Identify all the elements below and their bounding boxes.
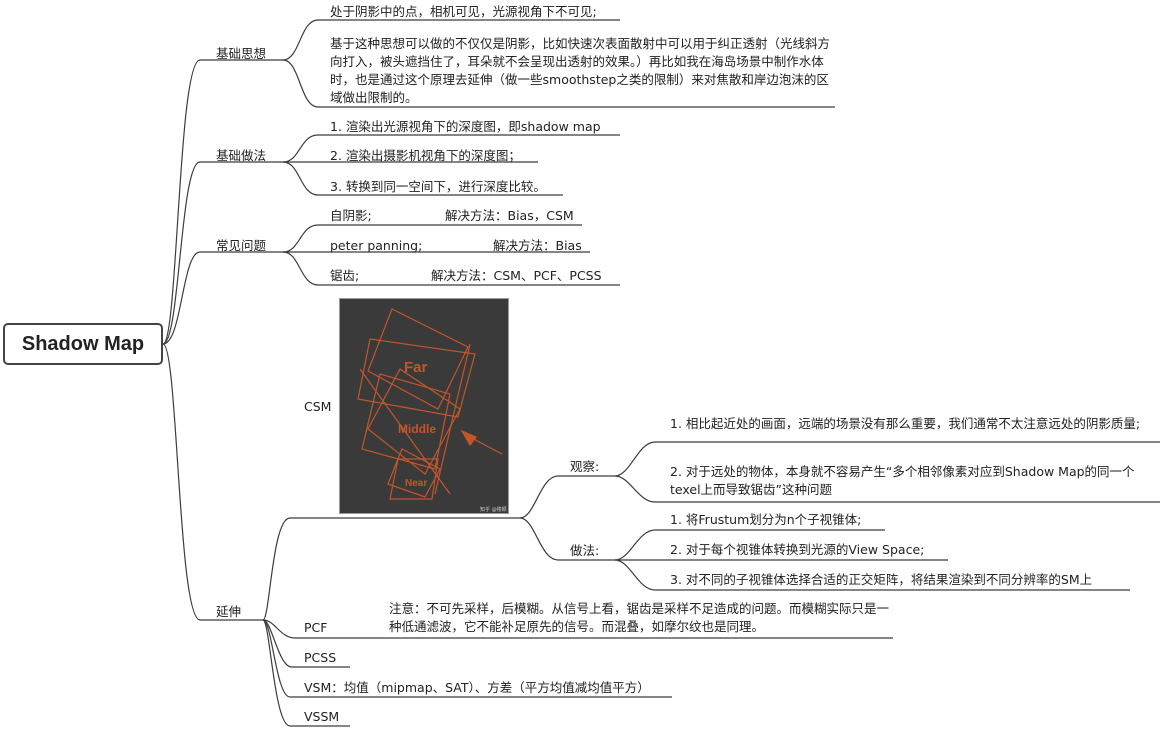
- vsm-label[interactable]: VSM：均值（mipmap、SAT）、方差（平方均值减均值平方）: [304, 680, 650, 695]
- basic-idea-item-2[interactable]: 基于这种思想可以做的不仅仅是阴影，比如快速次表面散射中可以用于纠正透射（光线斜方…: [330, 36, 831, 105]
- csm-image-watermark: 知乎 @楼颖: [480, 506, 507, 513]
- csm-method-item-1[interactable]: 1. 将Frustum划分为n个子视锥体;: [670, 512, 862, 527]
- issue-problem-2[interactable]: peter panning;: [330, 238, 423, 253]
- basic-idea-item-1[interactable]: 处于阴影中的点，相机可见，光源视角下不可见;: [330, 4, 597, 19]
- issue-problem-3[interactable]: 锯齿;: [330, 268, 360, 283]
- pcss-label[interactable]: PCSS: [304, 650, 337, 665]
- root-node[interactable]: Shadow Map: [3, 323, 163, 365]
- issue-problem-1[interactable]: 自阴影;: [330, 208, 372, 223]
- csm-method-label[interactable]: 做法:: [570, 543, 600, 558]
- csm-image-middle: Middle: [398, 422, 436, 436]
- branch-basic-method[interactable]: 基础做法: [216, 148, 267, 163]
- csm-observe-item-1[interactable]: 1. 相比起近处的画面，远端的场景没有那么重要，我们通常不太注意远处的阴影质量;: [670, 416, 1141, 431]
- pcf-label[interactable]: PCF: [304, 620, 328, 635]
- csm-observe-label[interactable]: 观察:: [570, 459, 600, 474]
- basic-method-item-2[interactable]: 2. 渲染出摄影机视角下的深度图；: [330, 148, 521, 163]
- issue-solution-3[interactable]: 解决方法：CSM、PCF、PCSS: [431, 268, 602, 283]
- basic-method-item-1[interactable]: 1. 渲染出光源视角下的深度图，即shadow map: [330, 119, 601, 134]
- csm-label[interactable]: CSM: [304, 399, 332, 414]
- csm-image-far: Far: [404, 359, 428, 376]
- csm-method-item-2[interactable]: 2. 对于每个视锥体转换到光源的View Space;: [670, 542, 925, 557]
- csm-observe-item-2[interactable]: 2. 对于远处的物体，本身就不容易产生“多个相邻像素对应到Shadow Map的…: [670, 464, 1135, 497]
- branch-common-issues[interactable]: 常见问题: [216, 238, 267, 253]
- vssm-label[interactable]: VSSM: [304, 709, 340, 724]
- basic-method-item-3[interactable]: 3. 转换到同一空间下，进行深度比较。: [330, 179, 546, 194]
- issue-solution-2[interactable]: 解决方法：Bias: [493, 238, 582, 253]
- csm-method-item-3[interactable]: 3. 对不同的子视锥体选择合适的正交矩阵，将结果渲染到不同分辨率的SM上: [670, 572, 1093, 587]
- branch-extension[interactable]: 延伸: [216, 604, 242, 619]
- pcf-note[interactable]: 注意：不可先采样，后模糊。从信号上看，锯齿是采样不足造成的问题。而模糊实际只是一…: [389, 601, 890, 634]
- issue-solution-1[interactable]: 解决方法：Bias，CSM: [445, 208, 574, 223]
- csm-frustum-image: Far Middle Near 知乎 @楼颖: [339, 298, 509, 514]
- csm-image-near: Near: [405, 478, 427, 489]
- branch-basic-idea[interactable]: 基础思想: [216, 46, 267, 61]
